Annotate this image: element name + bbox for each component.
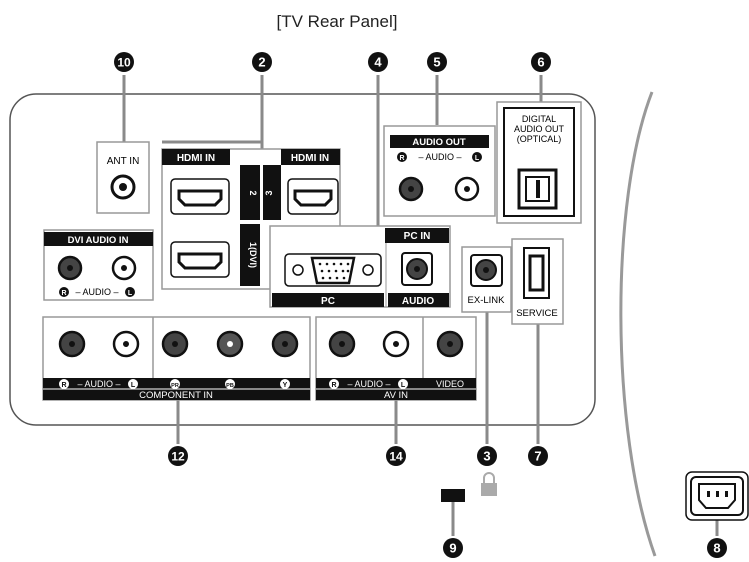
callout-9: 9 xyxy=(443,538,463,558)
callout-5-label: 5 xyxy=(433,55,440,70)
callout-6: 6 xyxy=(531,52,551,72)
service-port: SERVICE xyxy=(511,238,564,325)
rear-panel-outline xyxy=(9,93,596,426)
hdmi-port-1-label: 1(DVI) xyxy=(248,242,258,268)
callout-7-label: 7 xyxy=(534,449,541,464)
callout-8-label: 8 xyxy=(713,541,720,556)
component-y-label: Y xyxy=(283,382,288,389)
callout-7: 7 xyxy=(528,446,548,466)
av-video-label: VIDEO xyxy=(436,379,464,389)
audio-out-r-label: R xyxy=(399,155,404,162)
callout-12: 12 xyxy=(168,446,188,466)
dvi-audio-in-block: DVI AUDIO IN R – AUDIO – L xyxy=(43,229,154,301)
callout-10: 10 xyxy=(114,52,134,72)
kensington-lock xyxy=(441,472,497,502)
callout-6-label: 6 xyxy=(537,55,544,70)
av-audio-label: – AUDIO – xyxy=(347,379,390,389)
lock-slot xyxy=(441,489,465,502)
service-label: SERVICE xyxy=(516,308,558,319)
vga-port xyxy=(284,253,382,287)
component-in-block: R – AUDIO – L PR PB Y COMPONENT IN xyxy=(42,316,311,401)
optical-out-block: DIGITAL AUDIO OUT (OPTICAL) xyxy=(496,101,582,224)
diagram-title: [TV Rear Panel] xyxy=(277,12,398,31)
callout-14-label: 14 xyxy=(389,450,403,464)
component-l-label: L xyxy=(131,382,136,389)
pc-in-header: PC IN xyxy=(404,231,431,242)
pc-label: PC xyxy=(321,296,335,307)
tv-side-curve xyxy=(619,91,657,557)
hdmi-in-block: HDMI IN HDMI IN 2 1(DVI) 3 xyxy=(161,148,341,290)
callout-8: 8 xyxy=(707,538,727,558)
optical-line1: DIGITAL xyxy=(522,114,556,124)
component-r-label: R xyxy=(61,382,66,389)
hdmi-port-1-dvi xyxy=(170,241,230,278)
audio-out-block: AUDIO OUT R – AUDIO – L xyxy=(383,125,496,217)
dvi-audio-l-label: L xyxy=(128,290,133,297)
lock-icon xyxy=(481,472,497,496)
dvi-audio-r-label: R xyxy=(61,290,66,297)
optical-line3: (OPTICAL) xyxy=(517,134,562,144)
av-in-block: R – AUDIO – L VIDEO AV IN xyxy=(315,316,477,401)
optical-line2: AUDIO OUT xyxy=(514,124,565,134)
optical-port xyxy=(517,168,558,210)
callout-3: 3 xyxy=(477,446,497,466)
callout-12-label: 12 xyxy=(171,450,185,464)
audio-out-l-label: L xyxy=(475,155,480,162)
component-in-title: COMPONENT IN xyxy=(139,390,213,401)
callout-9-label: 9 xyxy=(449,541,456,556)
av-r-label: R xyxy=(331,382,336,389)
dvi-audio-label: – AUDIO – xyxy=(75,287,118,297)
av-l-label: L xyxy=(401,382,406,389)
component-audio-label: – AUDIO – xyxy=(77,379,120,389)
ex-link-label: EX-LINK xyxy=(468,295,506,306)
ex-link-port: EX-LINK xyxy=(461,246,512,313)
callout-10-label: 10 xyxy=(117,56,131,70)
hdmi-port-3-label: 3 xyxy=(264,190,274,195)
callout-4-label: 4 xyxy=(374,55,382,70)
hdmi-header-right: HDMI IN xyxy=(291,153,329,164)
pc-audio-label: AUDIO xyxy=(402,296,434,307)
av-in-title: AV IN xyxy=(384,390,408,401)
power-in-port xyxy=(685,471,749,521)
ant-in-label: ANT IN xyxy=(107,156,140,167)
callout-2: 2 xyxy=(252,52,272,72)
dvi-audio-in-title: DVI AUDIO IN xyxy=(68,235,129,246)
hdmi-port-3 xyxy=(287,178,339,215)
callout-4: 4 xyxy=(368,52,388,72)
hdmi-port-2 xyxy=(170,178,230,215)
component-pr-label: PR xyxy=(171,383,179,389)
pc-in-block: PC IN PC AUDIO xyxy=(269,225,451,308)
callout-3-label: 3 xyxy=(483,449,490,464)
callout-2-label: 2 xyxy=(258,55,265,70)
pc-audio-jack xyxy=(401,252,433,286)
callout-14: 14 xyxy=(386,446,406,466)
ant-in-port: ANT IN xyxy=(96,141,150,214)
hdmi-header-left: HDMI IN xyxy=(177,153,215,164)
audio-out-title: AUDIO OUT xyxy=(412,137,466,148)
callout-5: 5 xyxy=(427,52,447,72)
hdmi-port-2-label: 2 xyxy=(248,190,258,195)
audio-out-label: – AUDIO – xyxy=(418,152,461,162)
component-pb-label: PB xyxy=(226,383,234,389)
